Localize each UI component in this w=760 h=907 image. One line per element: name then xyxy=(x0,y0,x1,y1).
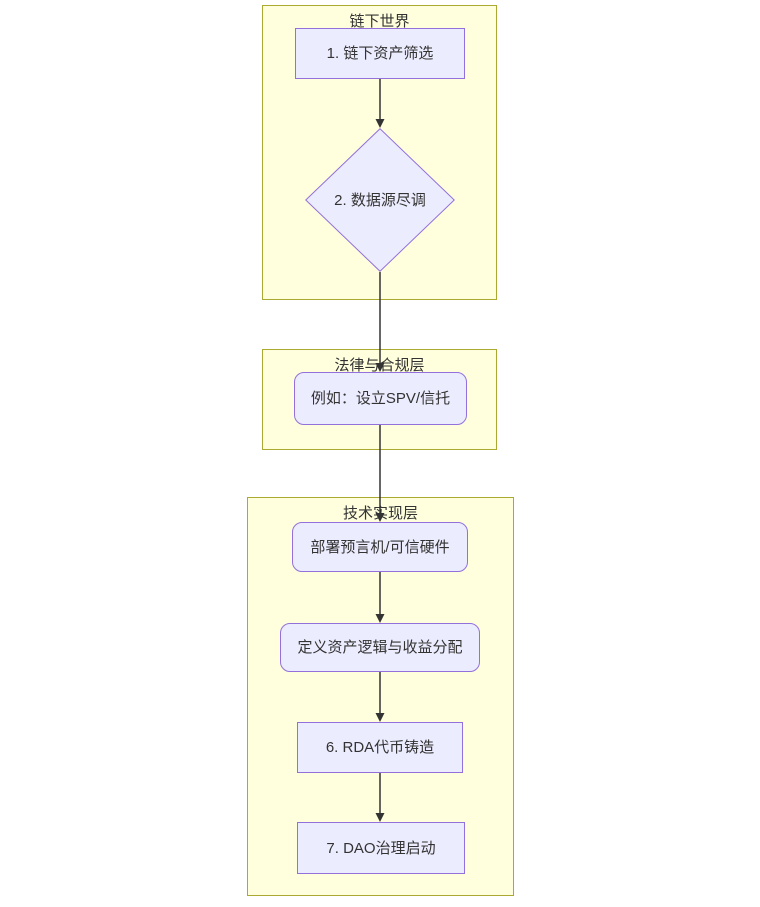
diamond-shape-icon xyxy=(305,128,455,272)
arrowhead-icon xyxy=(375,363,385,372)
node-label: 1. 链下资产筛选 xyxy=(326,45,434,62)
arrowhead-icon xyxy=(375,713,385,722)
edge-n2-n3 xyxy=(375,272,385,372)
edge-n4-n5 xyxy=(375,572,385,623)
arrowhead-icon xyxy=(375,119,385,128)
node-offchain-asset-screening: 1. 链下资产筛选 xyxy=(295,28,465,79)
node-dao-governance-launch: 7. DAO治理启动 xyxy=(297,822,465,874)
edge-n1-n2 xyxy=(375,79,385,128)
node-setup-spv-trust: 例如：设立SPV/信托 xyxy=(294,372,467,425)
node-define-asset-logic-revenue-distribution: 定义资产逻辑与收益分配 xyxy=(280,623,480,672)
edge-n3-n4 xyxy=(375,425,385,522)
arrowhead-icon xyxy=(375,513,385,522)
arrowhead-icon xyxy=(375,614,385,623)
node-data-source-due-diligence: 2. 数据源尽调 xyxy=(305,128,455,272)
node-deploy-oracle-trusted-hardware: 部署预言机/可信硬件 xyxy=(292,522,468,572)
node-label: 部署预言机/可信硬件 xyxy=(310,538,450,556)
node-label: 定义资产逻辑与收益分配 xyxy=(297,639,463,656)
node-label: 2. 数据源尽调 xyxy=(334,191,426,209)
node-rda-token-minting: 6. RDA代币铸造 xyxy=(297,722,463,773)
node-label: 6. RDA代币铸造 xyxy=(325,739,435,756)
edge-n5-n6 xyxy=(375,672,385,722)
node-label: 7. DAO治理启动 xyxy=(326,839,436,857)
arrowhead-icon xyxy=(375,813,385,822)
subgraph-title-offchain: 链下世界 xyxy=(349,13,410,30)
node-label: 例如：设立SPV/信托 xyxy=(310,390,451,407)
edge-n6-n7 xyxy=(375,773,385,822)
